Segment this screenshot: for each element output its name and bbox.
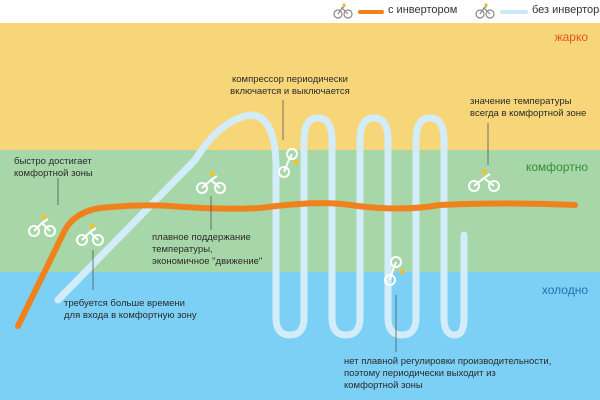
scooter-icon	[384, 256, 405, 286]
scooter-icon	[76, 223, 104, 246]
scooter-icon	[278, 148, 299, 178]
scooter-icon	[28, 214, 56, 237]
zone-label-comfort: комфортно	[525, 160, 588, 174]
annotation-more-time: требуется больше времени для входа в ком…	[64, 298, 197, 321]
annotation-compressor: компрессор периодически включается и вык…	[230, 74, 350, 97]
scooter-icon	[475, 3, 495, 19]
scooter-icon	[468, 169, 500, 192]
inverter-curve	[15, 200, 578, 329]
hot-zone-band	[0, 23, 600, 150]
legend-inverter-label: с инвертором	[388, 4, 458, 16]
annotation-smooth: плавное поддержание температуры, экономи…	[152, 232, 263, 267]
scooter-icon	[333, 3, 353, 19]
legend-no-inverter-label: без инвертора	[532, 4, 600, 16]
zone-label-cold: холодно	[541, 283, 588, 297]
zone-label-hot: жарко	[554, 30, 588, 44]
annotation-no-smooth: нет плавной регулировки производительнос…	[344, 356, 552, 391]
annotation-fast-reach: быстро достигает комфортной зоны	[14, 156, 93, 179]
scooter-icon	[196, 171, 226, 194]
leader-lines	[57, 100, 489, 352]
legend: с инвертором без инвертора	[330, 2, 600, 20]
no-inverter-curve	[54, 111, 468, 339]
annotation-always-comfort: значение температуры всегда в комфортной…	[470, 96, 587, 119]
